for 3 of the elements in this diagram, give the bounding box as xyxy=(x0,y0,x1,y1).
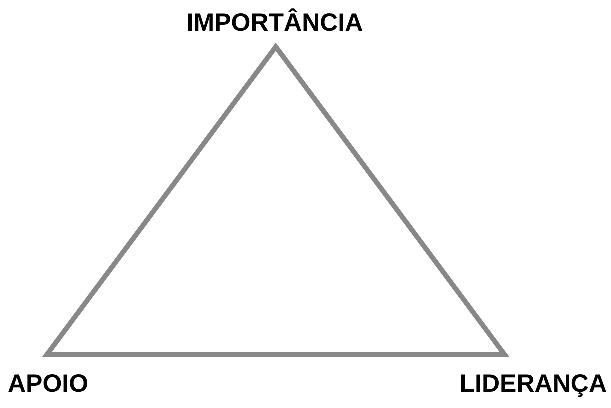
vertex-label: IMPORTÂNCIA xyxy=(186,8,364,38)
vertex-label: APOIO xyxy=(8,369,89,399)
vertex-label: LIDERANÇA xyxy=(460,369,607,399)
